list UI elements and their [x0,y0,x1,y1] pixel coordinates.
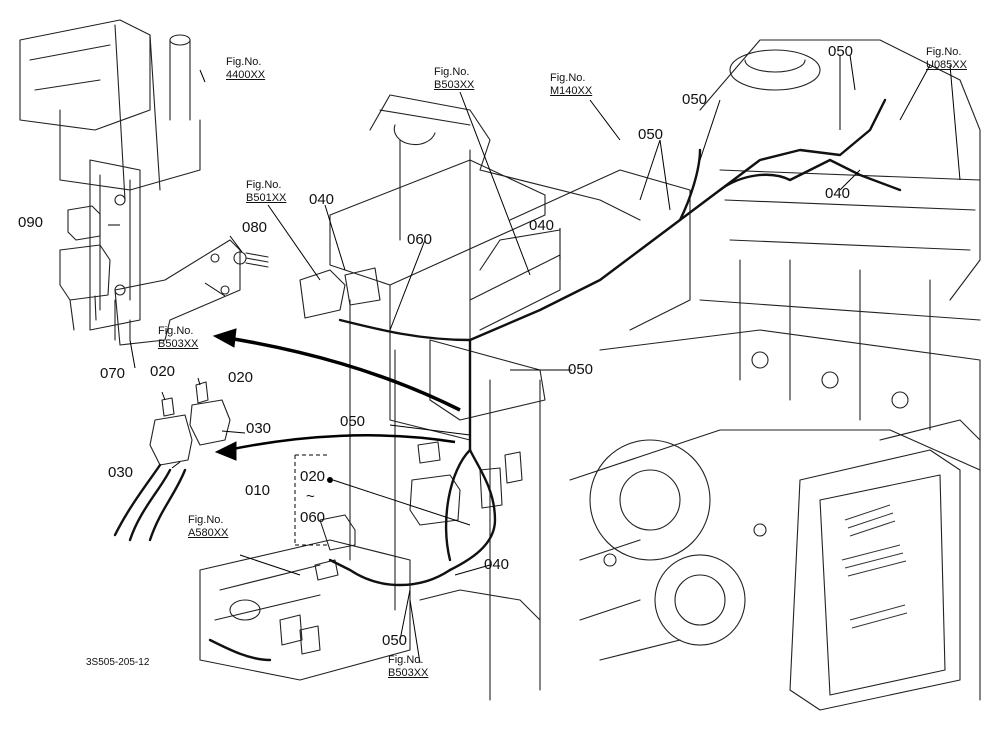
part-label: 040 [309,191,335,208]
part-label: 040 [529,217,555,234]
document-id: 3S505-205-12 [86,657,150,668]
fig-ref-prefix: Fig.No. [226,56,262,68]
part-label: 090 [18,214,44,231]
part-label: 030 [246,420,272,437]
part-label: 080 [242,219,268,236]
fig-ref-code: 4400XX [226,68,266,81]
fig-ref-code: A580XX [188,526,229,539]
fig-ref-code: B501XX [246,191,287,204]
fig-ref-prefix: Fig.No. [158,325,194,337]
fig-ref-b503xx-top[interactable]: Fig.No. B503XX [434,66,474,91]
part-label: 050 [340,413,366,430]
part-label: 020 [228,369,254,386]
center-relays [299,267,523,526]
fig-ref-prefix: Fig.No. [434,66,470,78]
upper-left-bracket [19,19,201,331]
relay-090 [59,205,111,331]
fig-ref-b501xx[interactable]: Fig.No. B501XX [246,179,286,204]
part-label: 030 [108,464,134,481]
part-label: 050 [828,43,854,60]
hatch-marks [841,504,908,629]
fig-ref-prefix: Fig.No. [926,46,962,58]
part-label: 050 [382,632,408,649]
connectors-020-030 [149,381,231,466]
part-label: 060 [407,231,433,248]
fig-ref-prefix: Fig.No. [550,72,586,84]
fig-ref-code: M140XX [550,84,593,97]
part-label: ~ [306,488,315,505]
fig-ref-code: B503XX [434,78,475,91]
lower-left-assembly [199,514,541,681]
direction-arrows [212,328,461,483]
part-label: 040 [484,556,510,573]
part-label: 050 [568,361,594,378]
fig-ref-a580xx[interactable]: Fig.No. A580XX [188,514,228,539]
fig-ref-b503xx-left[interactable]: Fig.No. B503XX [158,325,198,350]
part-label: 040 [825,185,851,202]
fig-ref-4400xx[interactable]: Fig.No. 4400XX [226,56,265,81]
fig-ref-code: U085XX [926,58,967,71]
engine-block [569,39,981,711]
part-label: 070 [100,365,126,382]
leader-lines [108,54,961,664]
bracket-070 [114,239,241,346]
fig-ref-prefix: Fig.No. [246,179,282,191]
fig-ref-b503xx-bottom[interactable]: Fig.No. B503XX [388,654,428,679]
fig-ref-prefix: Fig.No. [188,514,224,526]
center-frame [329,94,691,701]
part-label: 050 [638,126,664,143]
part-label: 060 [300,509,326,526]
part-label: 020 [300,468,326,485]
part-label: 020 [150,363,176,380]
wiring-harness [113,98,902,662]
fig-ref-code: B503XX [388,666,429,679]
part-label: 050 [682,91,708,108]
fig-ref-prefix: Fig.No. [388,654,424,666]
fig-ref-m140xx[interactable]: Fig.No. M140XX [550,72,592,97]
fig-ref-u085xx[interactable]: Fig.No. U085XX [926,46,967,71]
part-label: 010 [245,482,271,499]
bolt-080 [233,251,269,268]
fig-ref-code: B503XX [158,337,199,350]
